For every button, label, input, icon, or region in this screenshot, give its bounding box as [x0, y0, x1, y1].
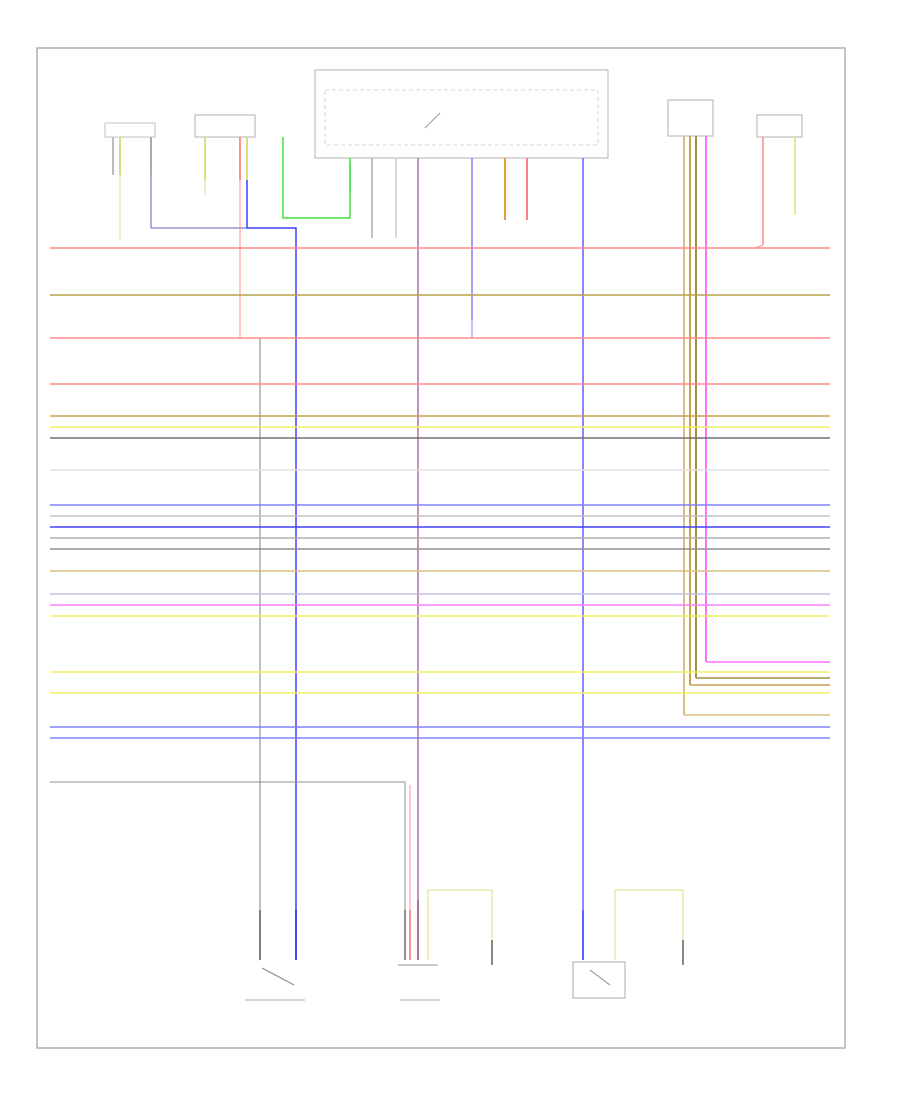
bus-lines — [50, 247, 830, 739]
oil-pressure-switch — [572, 889, 684, 999]
instrument-cluster — [314, 69, 609, 910]
oil-level-thermal-sensor — [398, 889, 493, 1001]
left-front-brake-pad-sensor — [194, 114, 351, 219]
left-rear-brake-pad-sensor — [104, 122, 156, 175]
parking-brake-switch — [245, 910, 305, 1001]
right-front-brake-pad-sensor — [667, 99, 803, 715]
diagram-frame — [36, 47, 846, 1049]
